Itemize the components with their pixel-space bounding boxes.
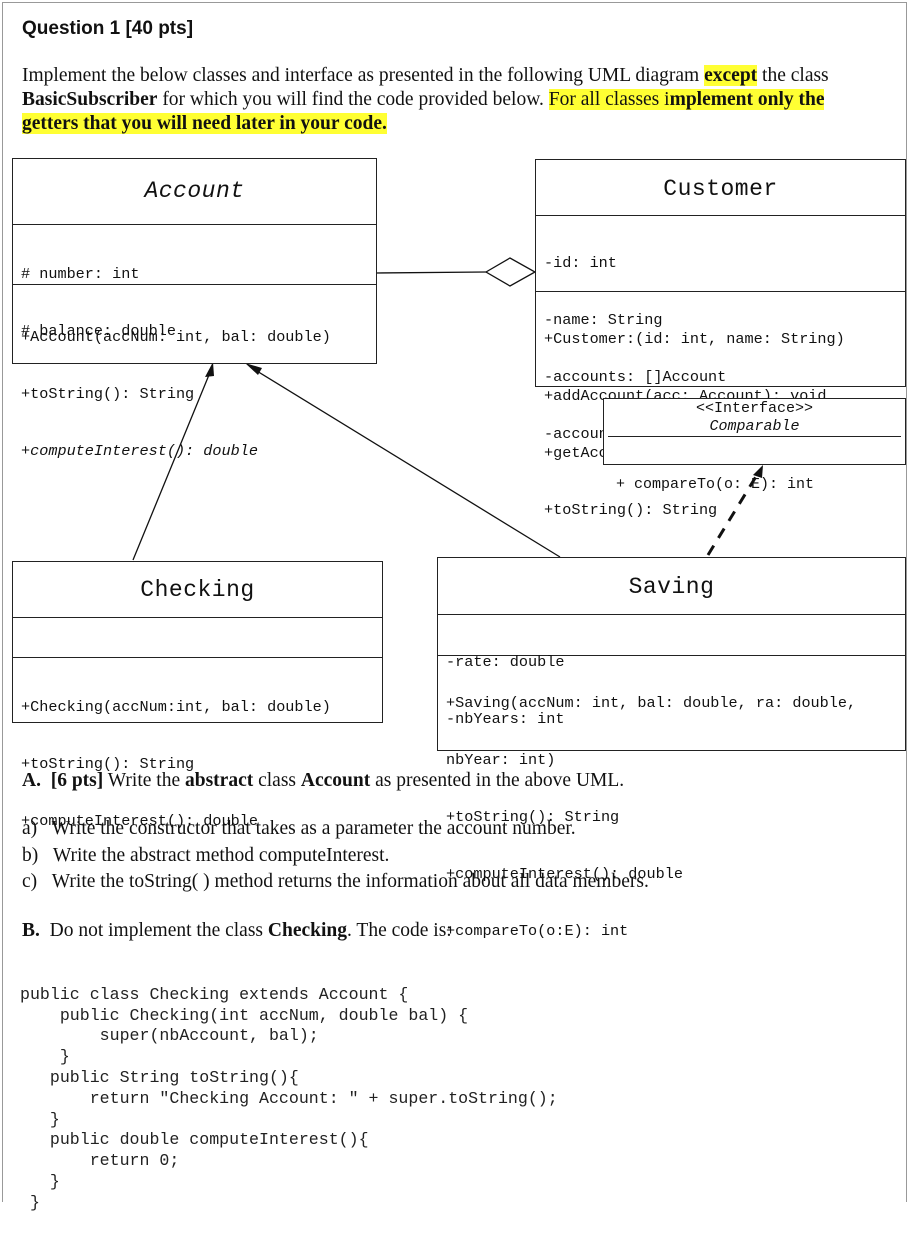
checking-method: +toString(): String [21, 755, 195, 773]
part-b-class: Checking [267, 920, 348, 941]
checking-arrowhead [205, 362, 214, 377]
code-line: public String toString(){ [20, 1067, 299, 1087]
saving-method: +Saving(accNum: int, bal: double, ra: do… [446, 694, 857, 712]
intro-text-3: for which you will find the code provide… [157, 89, 549, 110]
realization-arrowhead [753, 465, 763, 478]
part-a-label: A. [22, 770, 41, 791]
intro-basic-subscriber: BasicSubscriber [22, 89, 158, 110]
customer-method: +Customer:(id: int, name: String) [544, 330, 845, 348]
aggregation-line [375, 271, 487, 274]
code-line: return 0; [20, 1151, 180, 1171]
saving-attr: -rate: double [446, 653, 565, 671]
intro-text-2: the class [757, 65, 829, 86]
item-text: Write the constructor that takes as a pa… [51, 818, 576, 839]
part-a-abstract: abstract [184, 770, 254, 791]
code-line: return "Checking Account: " + super.toSt… [20, 1088, 558, 1108]
uml-connectors [132, 257, 763, 561]
saving-class-name: Saving [628, 574, 715, 600]
part-b-text: Do not implement the class [49, 920, 268, 941]
account-attr: # number: int [21, 265, 140, 283]
item-text: Write the toString( ) method returns the… [51, 871, 649, 892]
account-attr: # balance: double [21, 322, 176, 340]
uml-customer-class: Customer -id: int -name: String -account… [535, 159, 906, 519]
checking-class-name: Checking [140, 577, 255, 603]
interface-stereotype: <<Interface>> [695, 400, 814, 417]
item-key: c) [22, 871, 38, 892]
code-line: } [20, 1109, 60, 1129]
aggregation-diamond [484, 257, 537, 287]
saving-inheritance-line [251, 367, 561, 558]
part-b-heading: B. Do not implement the class Checking. … [22, 920, 452, 942]
customer-method: +toString(): String [544, 501, 718, 519]
customer-attr: -accounts: []Account [544, 368, 727, 386]
part-a-text: class [253, 770, 301, 791]
part-a-class: Account [300, 770, 371, 791]
saving-method: +toString(): String [446, 808, 620, 826]
saving-attributes: -rate: double -nbYears: int [438, 614, 905, 728]
checking-methods: +Checking(accNum:int, bal: double) +toSt… [13, 657, 382, 871]
uml-account-class: Account # number: int # balance: double … [12, 158, 377, 460]
code-line: super(nbAccount, bal); [20, 1026, 319, 1046]
checking-inheritance-line [132, 369, 212, 561]
part-a-points: [6 pts] [50, 770, 104, 791]
realization-line [706, 469, 762, 556]
code-line: public Checking(int accNum, double bal) … [20, 1005, 469, 1025]
part-a-item: a) Write the constructor that takes as a… [22, 818, 576, 840]
account-method: +toString(): String [21, 385, 195, 403]
comparable-header: <<Interface>> Comparable [604, 399, 905, 436]
code-line: public double computeInterest(){ [20, 1130, 369, 1150]
question-title: Question 1 [40 pts] [22, 18, 194, 39]
item-text: Write the abstract method computeInteres… [52, 845, 390, 866]
account-class-name: Account [144, 178, 245, 204]
account-methods: +Account(accNum: int, bal: double) +toSt… [13, 284, 376, 501]
intro-paragraph: Implement the below classes and interfac… [22, 64, 882, 136]
intro-except: except [704, 65, 758, 86]
saving-methods: +Saving(accNum: int, bal: double, ra: do… [438, 655, 905, 981]
item-key: a) [22, 818, 38, 839]
checking-method: +computeInterest(): double [21, 812, 258, 830]
saving-method: +computeInterest(): double [446, 865, 683, 883]
saving-arrowhead [245, 363, 262, 375]
account-attributes: # number: int # balance: double [13, 224, 376, 340]
account-method: +computeInterest(): double [21, 442, 258, 460]
saving-method: +compareTo(o:E): int [446, 922, 629, 940]
code-line: } [20, 1192, 40, 1212]
interface-name: Comparable [709, 418, 800, 435]
customer-class-name: Customer [663, 176, 778, 202]
checking-method: +Checking(accNum:int, bal: double) [21, 698, 331, 716]
code-line: } [20, 1047, 70, 1067]
item-key: b) [22, 845, 39, 866]
code-line: } [20, 1171, 60, 1191]
part-a-item: c) Write the toString( ) method returns … [22, 871, 649, 893]
comparable-methods: + compareTo(o: E): int [608, 436, 901, 534]
checking-attributes [13, 617, 382, 657]
code-line: public class Checking extends Account { [20, 984, 409, 1004]
uml-comparable-interface: <<Interface>> Comparable + compareTo(o: … [603, 398, 906, 493]
part-a-text: Write the [103, 770, 185, 791]
page-frame [2, 2, 907, 1202]
comparable-method: + compareTo(o: E): int [616, 476, 815, 493]
intro-text-1: Implement the below classes and interfac… [22, 65, 705, 86]
saving-attr: -nbYears: int [446, 710, 565, 728]
part-a-heading: A. [6 pts] Write the abstract class Acco… [22, 770, 624, 792]
part-b-label: B. [22, 920, 40, 941]
customer-attr: -name: String [544, 311, 663, 329]
saving-method: nbYear: int) [446, 751, 556, 769]
customer-attributes: -id: int -name: String -accounts: []Acco… [536, 215, 905, 443]
uml-saving-class: Saving -rate: double -nbYears: int +Savi… [437, 557, 906, 940]
intro-highlight-1: For all classes i [548, 89, 670, 110]
part-a-text: as presented in the above UML. [370, 770, 625, 791]
code-block: public class Checking extends Account { … [20, 964, 558, 1234]
part-b-text: . The code is: [347, 920, 452, 941]
customer-attr: -id: int [544, 254, 617, 272]
uml-checking-class: Checking +Checking(accNum:int, bal: doub… [12, 561, 383, 830]
account-method: +Account(accNum: int, bal: double) [21, 328, 331, 346]
part-a-item: b) Write the abstract method computeInte… [22, 845, 389, 867]
